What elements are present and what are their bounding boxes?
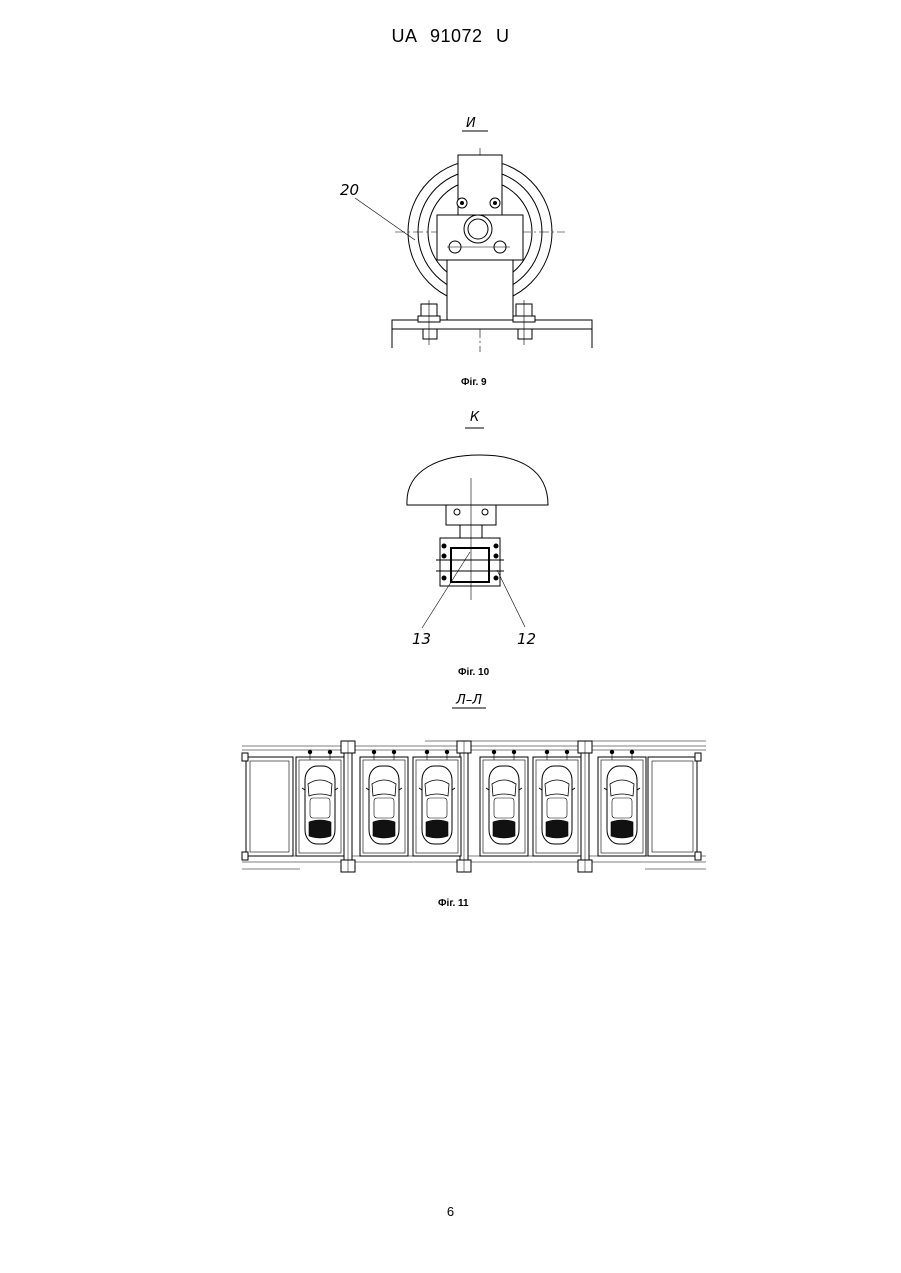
fig11-car-bay [360,750,408,856]
car-icon [604,766,640,844]
car-icon [302,766,338,844]
car-icon [486,766,522,844]
fig11-car-bay [480,750,528,856]
fig11-caption: Фіг. 11 [438,898,469,909]
page-number: 6 [0,1204,901,1219]
car-icon [366,766,402,844]
car-icon [539,766,575,844]
fig11-car-bay [533,750,581,856]
fig11-car-bay [296,750,344,856]
fig11-parking-drawing [0,0,901,900]
fig11-car-bay [598,750,646,856]
fig11-car-bay [413,750,461,856]
car-icon [419,766,455,844]
